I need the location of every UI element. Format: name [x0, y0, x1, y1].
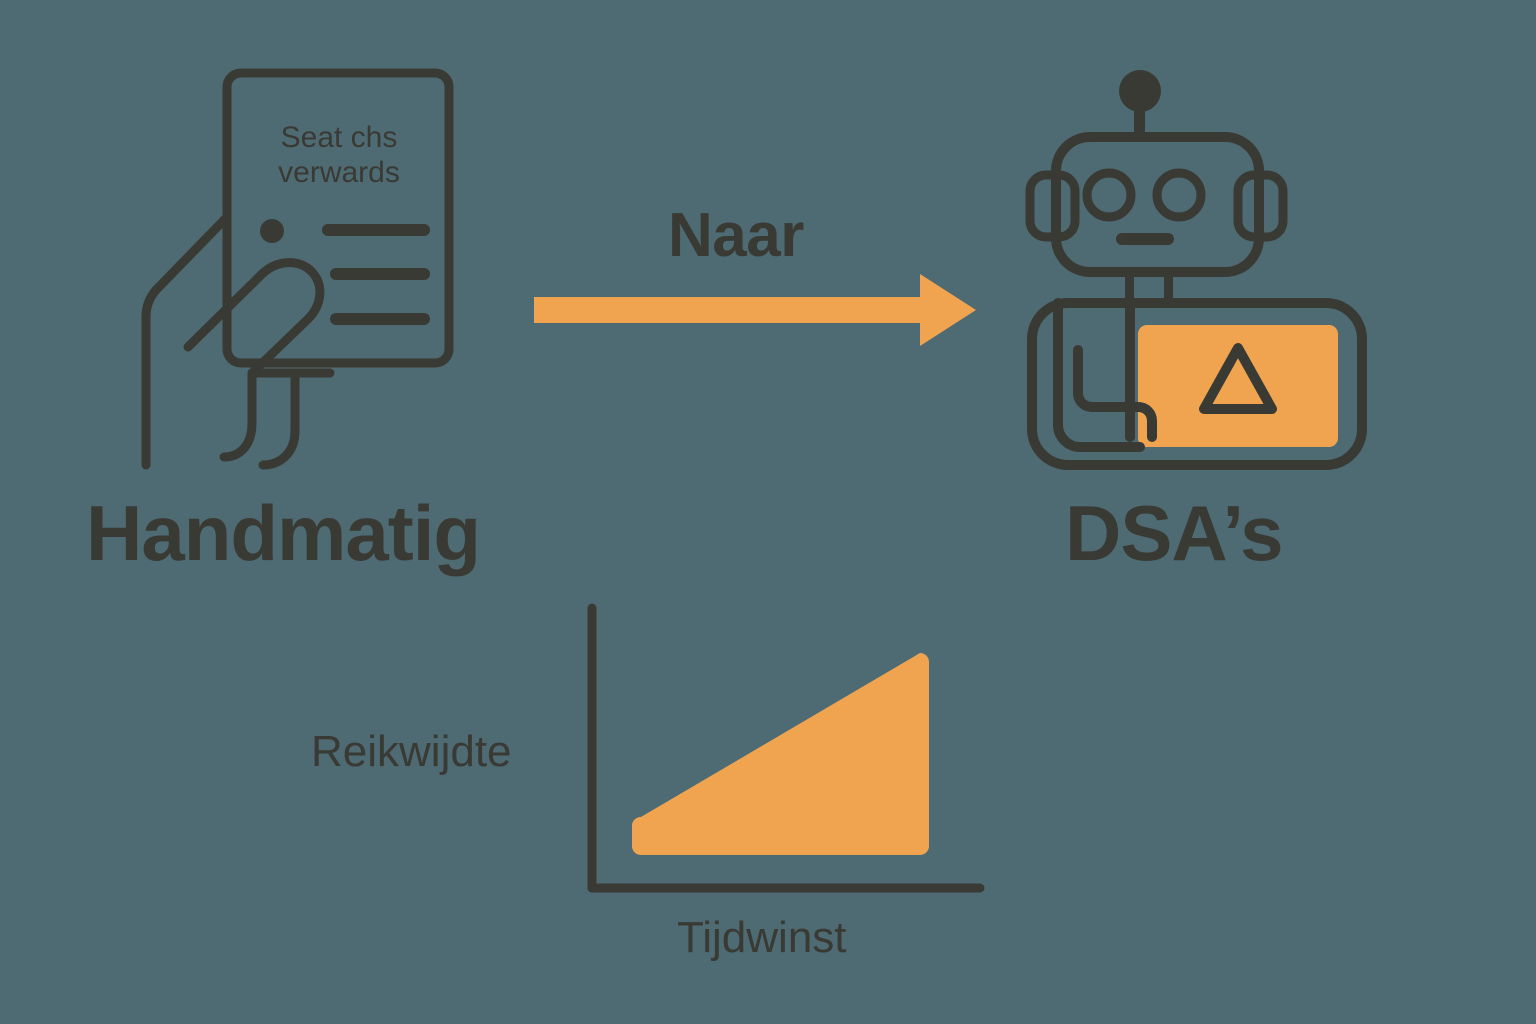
growth-chart [575, 595, 995, 905]
label-dsas: DSA’s [1065, 489, 1284, 577]
hand-index-finger [183, 258, 325, 378]
document-line-1 [322, 224, 430, 236]
document-text: Seat chs verwards [278, 121, 400, 190]
robot-body-frame [1027, 298, 1367, 470]
label-handmatig: Handmatig [86, 489, 481, 577]
right-arrow-icon [530, 270, 980, 350]
robot-antenna-bulb [1119, 70, 1161, 112]
document-line-2 [330, 268, 430, 280]
hand-middle-finger-curl [219, 368, 257, 462]
robot-with-screen-icon [1020, 65, 1390, 475]
document-bullet-dot [260, 219, 284, 243]
chart-y-axis-label: Reikwijdte [311, 727, 512, 776]
robot-mouth [1116, 233, 1174, 245]
document-line-3 [330, 313, 430, 325]
robot-arm [1053, 298, 1145, 452]
robot-antenna-stem [1134, 105, 1145, 140]
chart-area-wedge-fill [632, 653, 929, 855]
arrow-shape [534, 274, 976, 346]
robot-eye-right [1152, 168, 1206, 222]
robot-screen-panel [1138, 325, 1338, 447]
hand-palm-outline [141, 212, 232, 470]
chart-x-axis-label: Tijdwinst [677, 913, 847, 962]
robot-neck-right [1164, 270, 1173, 305]
hand-ring-finger [258, 368, 300, 470]
robot-head [1051, 132, 1264, 277]
hand-holding-document-icon: Seat chs verwards [130, 55, 480, 470]
robot-eye-left [1082, 168, 1136, 222]
warning-triangle-icon [1199, 343, 1277, 414]
arrow-label: Naar [668, 201, 804, 270]
robot-neck-left [1125, 270, 1134, 305]
robot-forearm [1073, 345, 1157, 442]
